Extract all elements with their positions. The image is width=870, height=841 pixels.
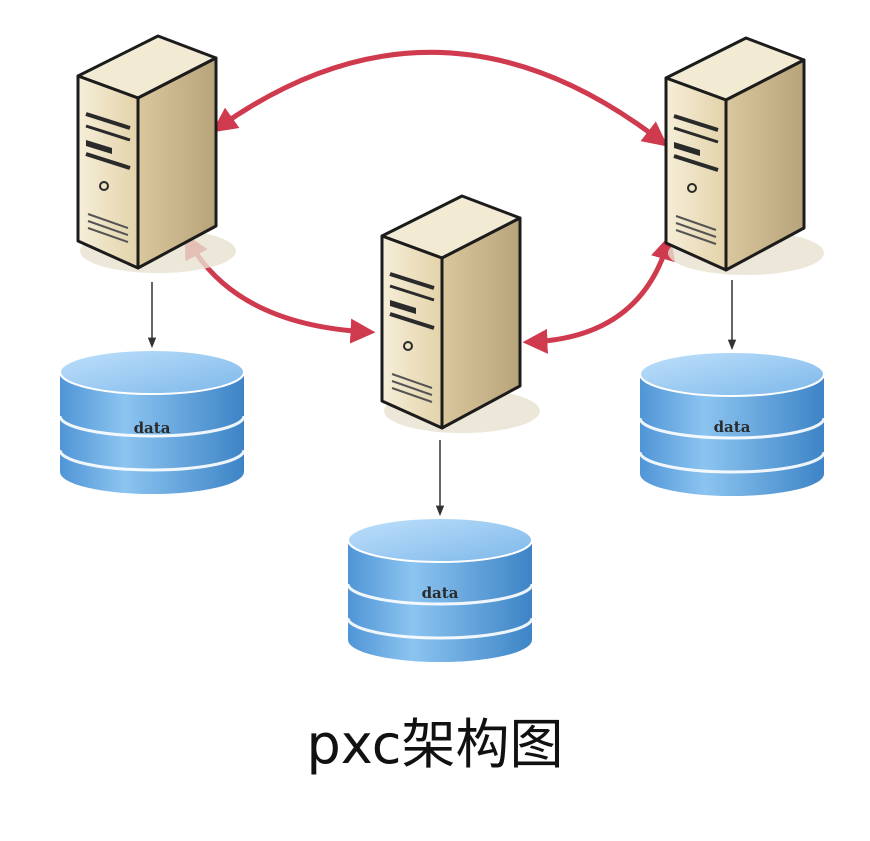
- server-center-icon: [380, 194, 542, 435]
- server-right-icon: [664, 36, 826, 277]
- database-center: data: [346, 516, 534, 664]
- database-center-label: data: [422, 584, 459, 602]
- database-right-label: data: [714, 418, 751, 436]
- database-left: data: [58, 348, 246, 496]
- diagram-caption: pxc架构图: [306, 713, 564, 776]
- edge-left-right: [211, 49, 668, 147]
- server-left-icon: [76, 34, 238, 275]
- database-right: data: [638, 350, 826, 498]
- edge-right-center: [522, 234, 676, 354]
- database-left-label: data: [134, 419, 171, 437]
